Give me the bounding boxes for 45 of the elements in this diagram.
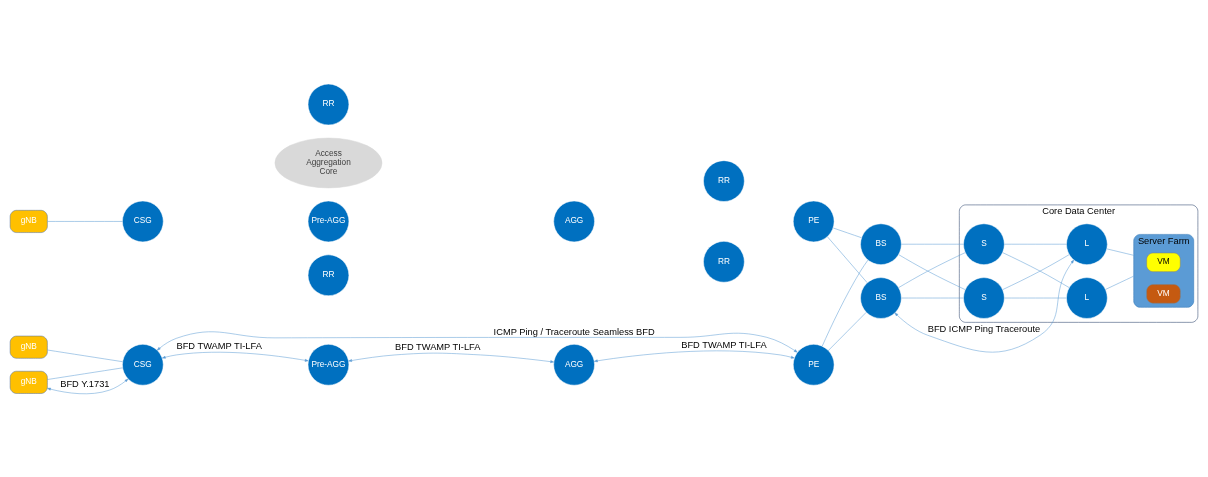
arrow [162,351,309,362]
connector [1106,248,1134,256]
node-circle: RR [703,240,745,282]
node-box: gNB [9,209,48,233]
connector [1004,297,1067,298]
connector [832,227,862,238]
connector [47,367,123,380]
connector [901,297,964,298]
node-circle: BS [860,223,902,265]
edge-label: BFD TWAMP TI-LFA [681,339,767,350]
connector [901,243,964,244]
node-box: gNB [9,370,48,394]
node-box: gNB [9,335,48,359]
arrow [47,378,129,394]
connector [47,349,123,362]
connector [1105,275,1134,290]
arrow [157,331,798,352]
connector [827,236,868,283]
node-circle: AGG [553,200,595,242]
arrow [594,350,795,362]
node-circle: Pre-AGG [307,200,350,242]
node-circle: CSG [122,200,164,242]
arrow [894,259,1074,352]
edge-label: BFD ICMP Ping Traceroute [927,323,1041,334]
node-circle: RR [307,83,350,125]
node-circle: S [963,223,1005,265]
connector [47,220,123,222]
node-circle: Pre-AGG [307,343,350,385]
connector [821,259,869,346]
node-circle: S [963,276,1005,319]
node-box: VM [1146,252,1181,272]
edge-label: BFD TWAMP TI-LFA [395,341,481,352]
arrow [348,352,554,363]
node-box: VM [1146,283,1181,303]
node-circle: RR [703,159,745,202]
node-circle: AGG [553,343,595,385]
node-circle: L [1066,276,1108,319]
node-circle: RR [307,254,350,296]
connector [828,311,867,351]
edge-label: BFD Y.1731 [60,378,110,389]
node-ellipse: Access Aggregation Core [274,137,383,188]
node-circle: PE [793,200,835,242]
edge-label: ICMP Ping / Traceroute Seamless BFD [493,326,655,337]
connector [1004,243,1067,244]
edge-label: BFD TWAMP TI-LFA [176,340,262,351]
